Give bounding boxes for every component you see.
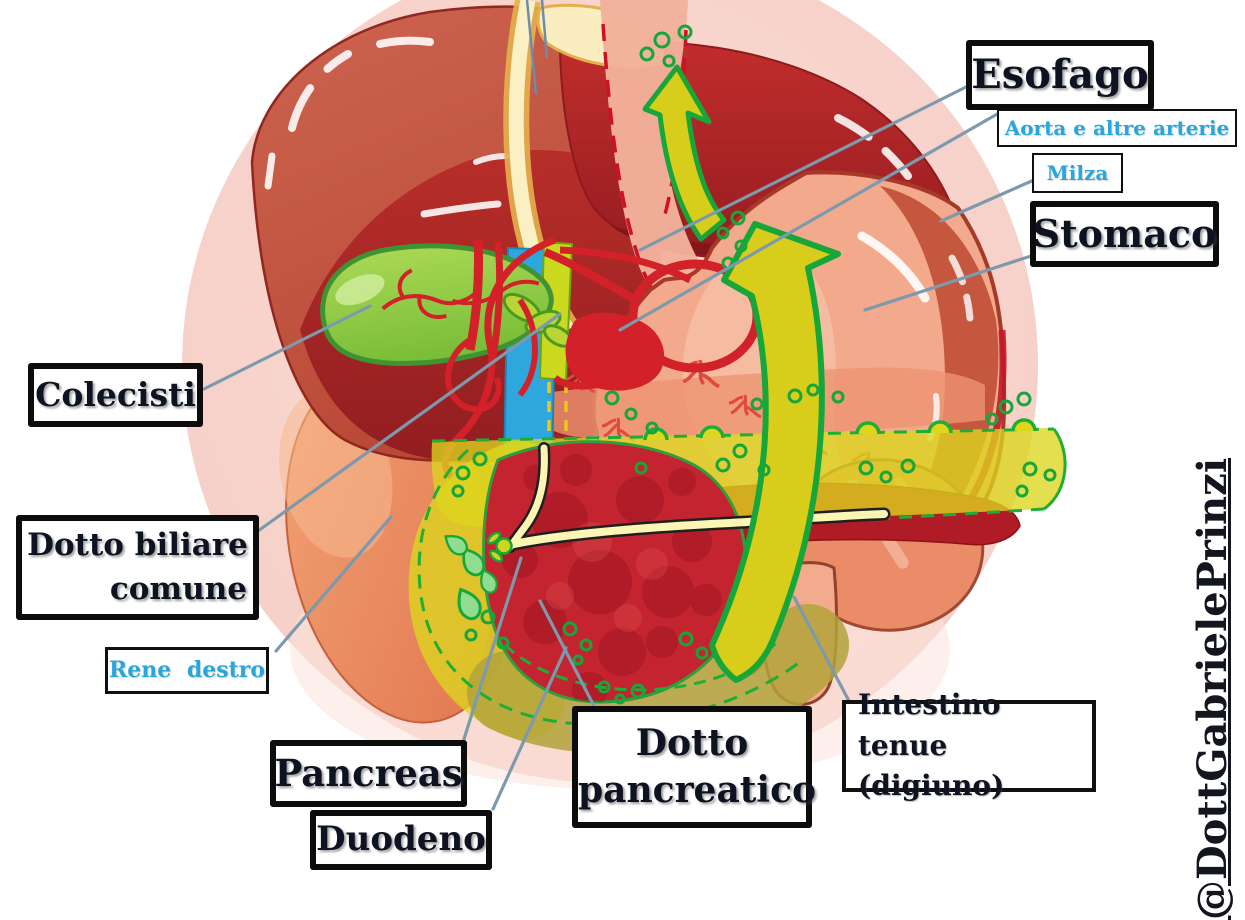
leader-line-intestino xyxy=(792,595,851,703)
leader-lines xyxy=(202,84,1036,811)
leader-line-colecisti xyxy=(202,304,372,391)
label-duodeno-text: Duodeno xyxy=(316,819,486,860)
label-duodeno: Duodeno xyxy=(310,810,492,870)
leader-line-stomaco xyxy=(863,254,1033,312)
label-esofago-text: Esofago xyxy=(971,51,1149,98)
label-intestino-line1: Intestino tenue xyxy=(858,688,1001,762)
label-pancreas: Pancreas xyxy=(270,740,467,807)
label-pancreas-text: Pancreas xyxy=(274,751,463,796)
label-rene-destro: Rene destro xyxy=(105,647,269,694)
label-stomaco: Stomaco xyxy=(1030,201,1219,267)
label-dotto-biliare-line2: comune xyxy=(109,570,247,607)
esophagus-dashed-right xyxy=(662,29,688,219)
label-colecisti: Colecisti xyxy=(28,363,203,427)
highlight-edges xyxy=(417,418,1067,726)
label-intestino-tenue: Intestino tenue (digiuno) xyxy=(842,688,1096,802)
label-milza-text: Milza xyxy=(1046,160,1109,185)
pancreatic-duct-shape xyxy=(502,442,891,553)
label-milza: Milza xyxy=(1032,153,1123,193)
label-rene-destro-text: Rene destro xyxy=(108,656,266,683)
label-colecisti-text: Colecisti xyxy=(35,375,196,415)
label-esofago: Esofago xyxy=(966,40,1154,110)
label-aorta-text: Aorta e altre arterie xyxy=(1004,115,1230,140)
leader-line-esofago xyxy=(638,84,970,252)
leader-line-rene-destro xyxy=(274,515,393,653)
gallbladder-vessels xyxy=(381,268,540,319)
leader-line-dotto-pancreatico xyxy=(538,599,596,708)
label-aorta-arterie: Aorta e altre arterie xyxy=(997,109,1237,147)
reflux-arrow-esophagus xyxy=(642,64,727,242)
label-dotto-biliare-line1: Dotto biliare xyxy=(27,527,248,564)
label-dotto-pancreatico-line1: Dotto xyxy=(635,722,749,765)
leader-line-aorta xyxy=(618,111,1001,332)
label-intestino-line2: (digiuno) xyxy=(858,769,1005,803)
leader-line-dotto-biliare xyxy=(256,312,562,533)
reflux-arrow-stomach xyxy=(709,221,841,683)
duodenum-lower-shape xyxy=(467,604,849,754)
label-stomaco-text: Stomaco xyxy=(1032,211,1217,257)
reflux-arrows xyxy=(642,64,841,683)
leader-line-duodeno xyxy=(491,646,568,811)
papilla-sphincter xyxy=(486,531,513,563)
leader-line-milza xyxy=(939,178,1036,223)
watermark-credit: @DottGabrielePrinzi xyxy=(1188,457,1236,920)
label-dotto-pancreatico-line2: pancreatico xyxy=(578,769,817,811)
leader-line-pancreas xyxy=(462,556,523,741)
label-dotto-pancreatico: Dotto pancreatico xyxy=(572,706,817,828)
label-dotto-biliare-comune: Dotto biliare comune xyxy=(16,515,259,620)
